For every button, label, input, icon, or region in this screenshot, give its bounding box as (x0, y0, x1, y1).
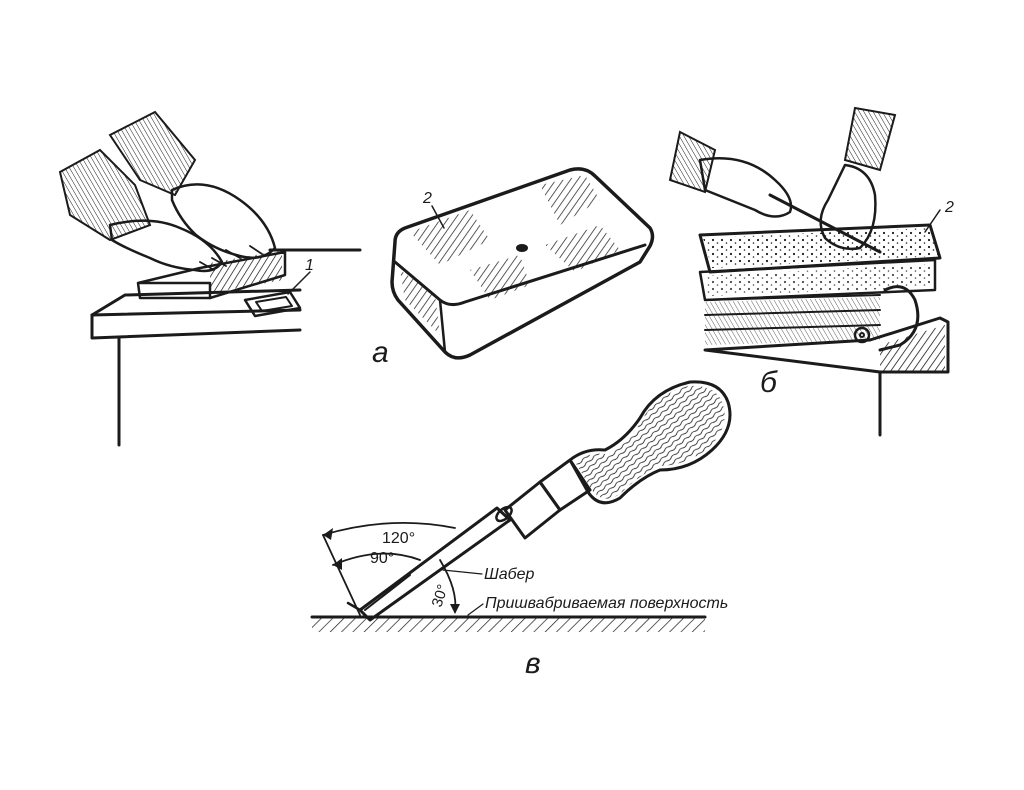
panel-a-label: а (372, 336, 389, 369)
callout-2-bed-label: 2 (944, 199, 954, 216)
panel-b-label: б (760, 366, 778, 399)
scraper-handle (503, 380, 732, 540)
sleeves (58, 110, 197, 242)
hands-b (698, 156, 941, 254)
angle-120-label: 120° (382, 530, 415, 547)
scraped-surface (310, 615, 707, 632)
scraper-blade (346, 505, 513, 622)
callout-1-label: 1 (305, 257, 314, 274)
panel-v-label: в (525, 647, 541, 680)
panel-b-lathe-bed-scene (668, 106, 950, 437)
callout-2-stone-label: 2 (422, 190, 432, 207)
angle-arcs (322, 521, 460, 616)
hands (108, 183, 277, 273)
surface-plate (136, 250, 287, 300)
angle-30-label: 30° (429, 582, 452, 609)
workbench-table (90, 248, 362, 447)
abrasive-stone (390, 167, 655, 360)
panel-v-scraper-diagram (310, 380, 732, 632)
surface-label: Пришвабриваемая поверхность (485, 595, 728, 612)
part-1-frame (243, 271, 311, 318)
scraper-label: Шабер (484, 566, 535, 583)
panel-a-left-table-scene (58, 110, 362, 447)
angle-90-label: 90° (370, 550, 394, 567)
lathe-bed (698, 223, 942, 352)
